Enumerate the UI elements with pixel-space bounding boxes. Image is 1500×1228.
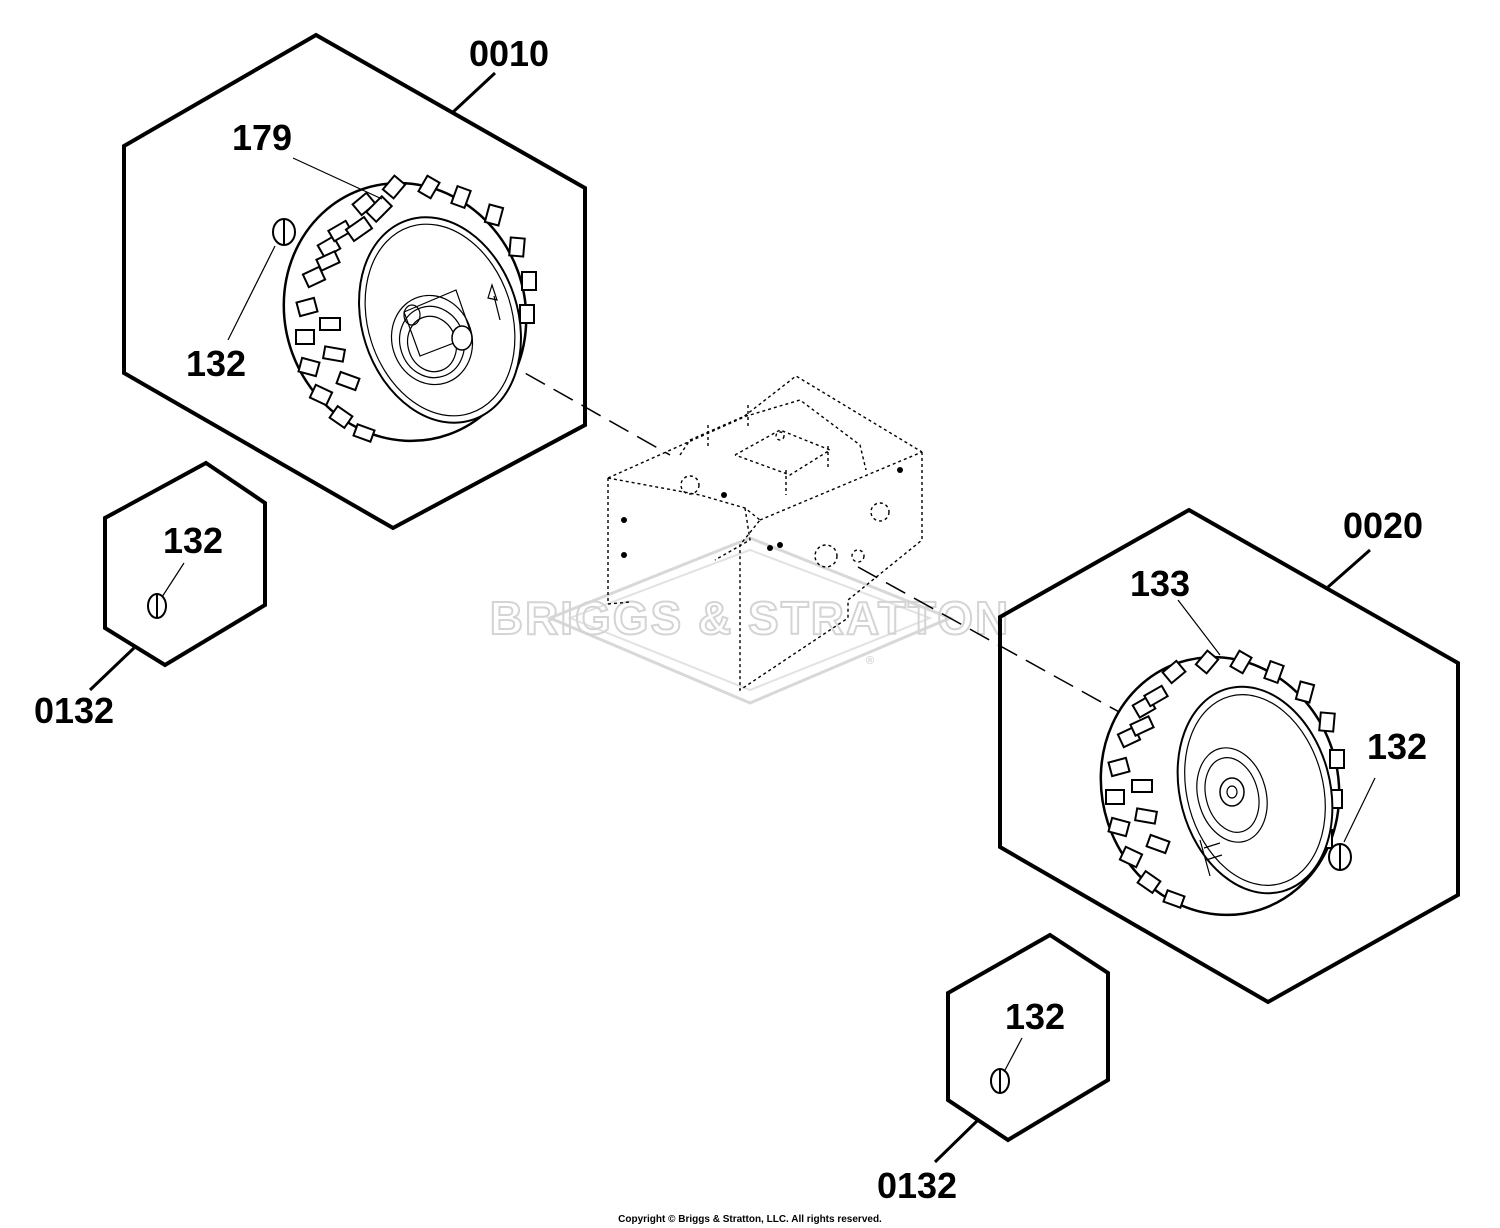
lynch-pin-left <box>272 218 296 246</box>
axle-line-right <box>857 566 1131 719</box>
leader-0010 <box>450 71 497 115</box>
leader-132-left <box>227 245 276 341</box>
hex-kit-0132-right <box>946 932 1110 1143</box>
callout-assembly-0020[interactable]: 0020 <box>1343 505 1423 546</box>
callout-kit-0132-right[interactable]: 0132 <box>877 1165 957 1206</box>
callout-clip-132-left[interactable]: 132 <box>186 343 246 384</box>
watermark-brand-text: BRIGGS & STRATTON <box>490 592 1010 644</box>
leader-132-right <box>1343 777 1376 843</box>
tread-right <box>1105 649 1345 909</box>
hex-assembly-0010 <box>122 32 587 531</box>
brand-watermark: BRIGGS & STRATTON ® <box>489 536 1010 705</box>
callout-part-133[interactable]: 133 <box>1130 563 1190 604</box>
callout-clip-132-kit-left[interactable]: 132 <box>163 520 223 561</box>
leader-0132-left <box>88 646 136 692</box>
leader-0132-right <box>933 1119 979 1164</box>
wheel-right <box>1099 649 1345 917</box>
leader-0020 <box>1327 548 1371 589</box>
lynch-pin-kit-left <box>147 593 167 619</box>
hex-assembly-0020 <box>998 507 1460 1005</box>
frame-housing <box>607 375 923 692</box>
lynch-pin-right <box>1328 843 1352 871</box>
callout-clip-132-kit-right[interactable]: 132 <box>1005 996 1065 1037</box>
tread-left <box>295 174 537 443</box>
leader-179 <box>292 157 383 200</box>
callout-kit-0132-left[interactable]: 0132 <box>34 690 114 731</box>
lynch-pin-kit-right <box>990 1068 1010 1094</box>
wheel-left <box>282 174 537 443</box>
callout-assembly-0010[interactable]: 0010 <box>469 33 549 74</box>
leader-132-kit-left <box>161 562 185 598</box>
watermark-registered-mark: ® <box>866 655 874 667</box>
hex-kit-0132-left <box>103 460 267 668</box>
callout-clip-132-right[interactable]: 132 <box>1367 726 1427 767</box>
copyright-notice: Copyright © Briggs & Stratton, LLC. All … <box>618 1214 882 1225</box>
callout-part-179[interactable]: 179 <box>232 117 292 158</box>
leader-132-kit-right <box>1003 1037 1023 1073</box>
leader-133 <box>1177 599 1221 656</box>
